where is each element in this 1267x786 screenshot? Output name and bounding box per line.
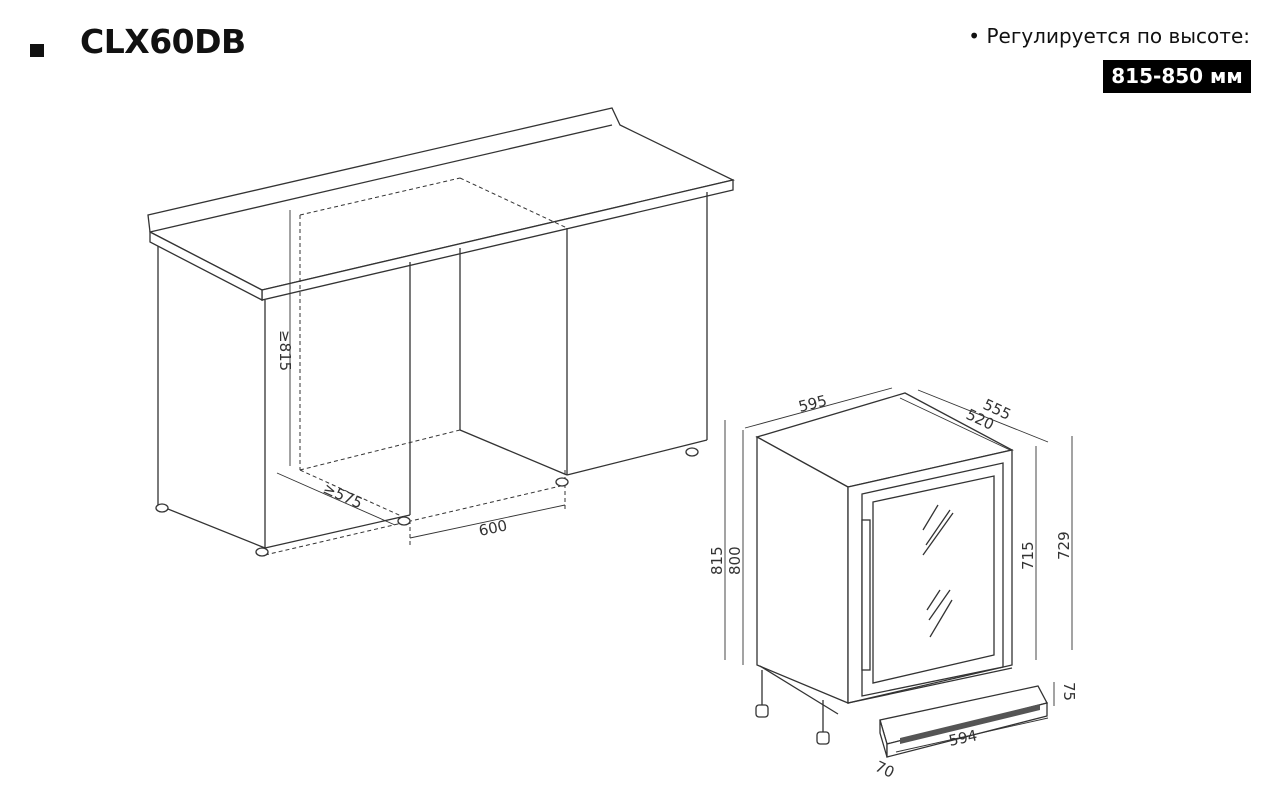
glass-reflection-icon: [922, 504, 954, 638]
cooler-total-height-label: 815: [708, 546, 726, 575]
height-adjust-note: • Регулируется по высоте:: [968, 24, 1250, 48]
adjustable-leg: [816, 731, 830, 745]
countertop-top: [147, 107, 735, 291]
depth-dimension-line: [276, 472, 396, 526]
width-dimension-line: [744, 387, 893, 429]
height-range-badge: 815-850 мм: [1103, 60, 1251, 93]
cabinet-foot: [555, 477, 569, 487]
door-handle: [861, 519, 871, 671]
kitchen-cabinet-drawing: ≥815 ≥575 600: [147, 107, 735, 557]
vent-grille: [900, 704, 1040, 744]
kick-depth-label: 70: [872, 757, 897, 781]
cooler-glass: [872, 475, 995, 684]
cabinet-foot: [255, 547, 269, 557]
cabinet-width-label: 600: [477, 516, 509, 540]
cabinet-foot: [685, 447, 699, 457]
adjustable-leg: [755, 704, 769, 718]
cabinet-foot: [397, 516, 411, 526]
cabinet-foot: [155, 503, 169, 513]
model-title: CLX60DB: [80, 22, 246, 61]
wine-cooler-drawing: 595 555 520 815 800 715 729 75 594 70: [708, 387, 1078, 782]
kick-height-label: 75: [1060, 682, 1078, 701]
cabinet-height-label: ≥815: [276, 330, 294, 371]
door-height-label: 715: [1019, 541, 1037, 570]
kick-width-label: 594: [947, 726, 979, 750]
kick-plate: [879, 685, 1048, 758]
cooler-body-height-label: 800: [726, 546, 744, 575]
bullet-square-icon: [30, 44, 44, 57]
cooler-width-label: 595: [797, 391, 829, 415]
frame-height-label: 729: [1055, 531, 1073, 560]
countertop-side: [149, 230, 263, 302]
cabinet-depth-label: ≥575: [320, 479, 365, 512]
width-dimension-line: [409, 504, 566, 539]
